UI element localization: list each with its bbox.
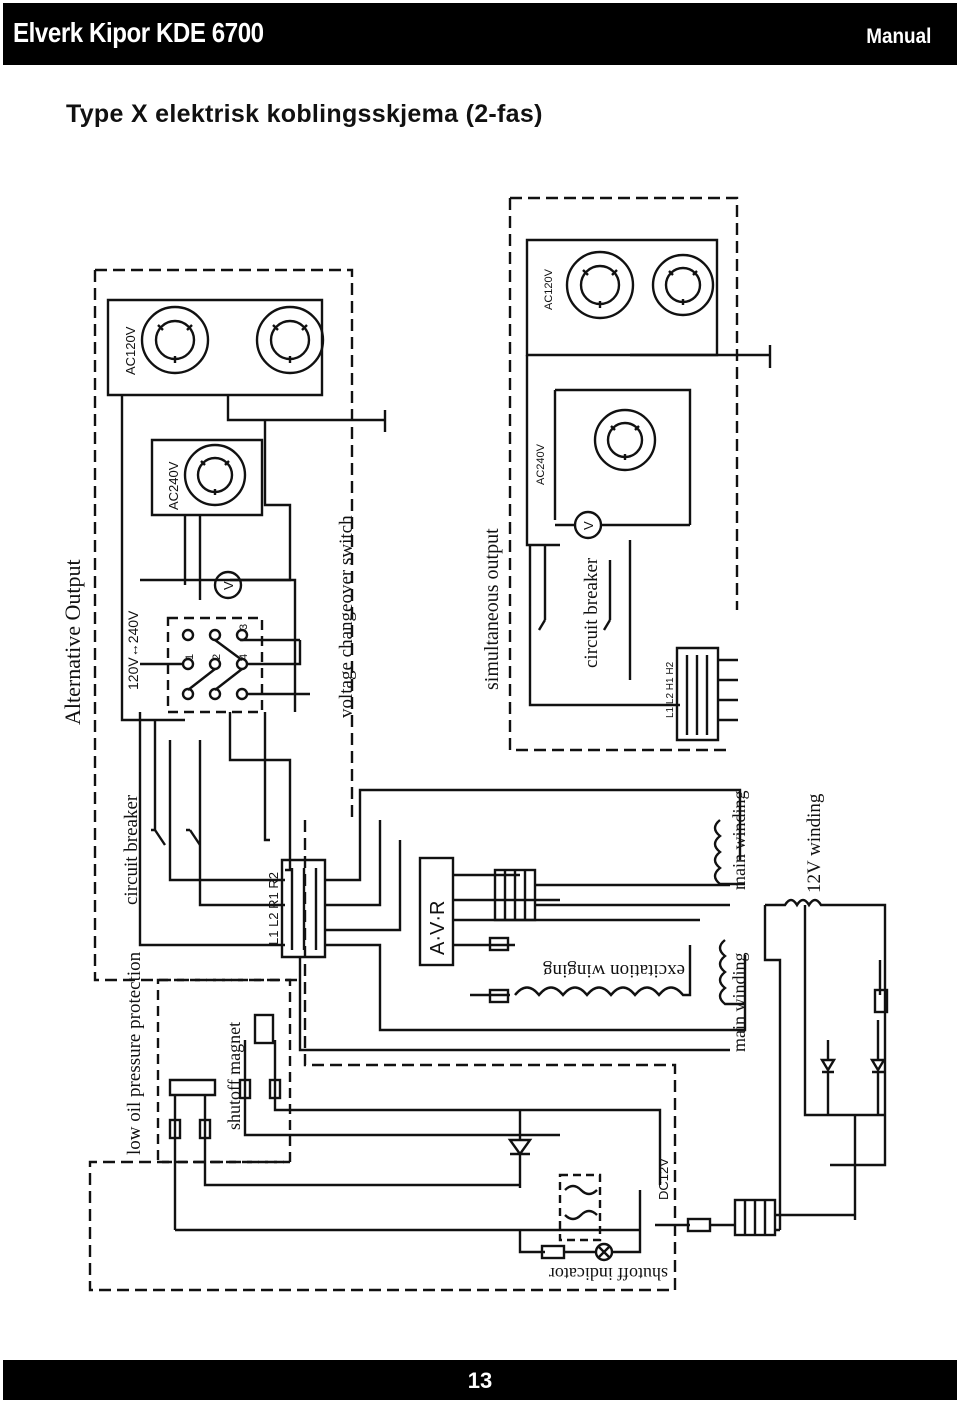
label-shutoff-magnet: shutoff magnet bbox=[224, 1022, 244, 1130]
document-title: Elverk Kipor KDE 6700 bbox=[13, 17, 264, 48]
ac240v-outlet bbox=[183, 443, 247, 507]
ac120v-outlet-1 bbox=[140, 305, 210, 375]
shutoff-indicator-lamp bbox=[594, 1242, 614, 1262]
label-excitation-winding: excitation winging bbox=[543, 960, 685, 981]
terminal-block-left bbox=[280, 858, 327, 959]
ac240v-right-outlet bbox=[593, 408, 657, 472]
terminal-block-right bbox=[675, 646, 720, 742]
label-main-winding-bottom: main winding bbox=[729, 953, 749, 1053]
label-voltmeter-right: V bbox=[581, 521, 596, 530]
rectifier-diode-right bbox=[869, 1058, 887, 1074]
label-ac120v-right: AC120V bbox=[543, 268, 555, 310]
label-shutoff-indicator: shutoff indicator bbox=[549, 1264, 668, 1284]
label-alternative-output: Alternative Output bbox=[60, 559, 85, 725]
page-number: 13 bbox=[467, 1368, 493, 1393]
ac240v-outlet-frame bbox=[150, 438, 264, 517]
label-circuit-breaker-right: circuit breaker bbox=[581, 557, 602, 668]
ac120v-right-outlet-2 bbox=[651, 253, 715, 317]
circuit-breaker-right bbox=[537, 619, 612, 631]
label-switch-pos-4: 4 bbox=[238, 654, 250, 660]
ac120v-outlet-2 bbox=[255, 305, 325, 375]
label-voltmeter-left: V bbox=[221, 581, 236, 590]
simultaneous-output-enclosure bbox=[508, 196, 739, 752]
label-avr: A·V·R bbox=[427, 901, 449, 955]
shutoff-magnet bbox=[253, 1013, 275, 1045]
voltmeter-left bbox=[213, 570, 243, 600]
rectifier-diode-left bbox=[819, 1058, 837, 1074]
label-terminals-left: L1 L2 R1 R2 bbox=[266, 872, 281, 945]
slip-rings bbox=[493, 868, 537, 922]
label-voltage-range: 120V↔240V bbox=[125, 610, 141, 690]
label-main-winding-top: main winding bbox=[729, 791, 749, 891]
main-winding-coil-top bbox=[713, 819, 745, 886]
main-winding-coil-bottom bbox=[718, 939, 745, 1006]
label-ac240v-left: AC240V bbox=[166, 461, 181, 510]
changeover-contacts bbox=[181, 628, 249, 701]
diode bbox=[507, 1138, 533, 1157]
ac120v-outlet-frame bbox=[106, 298, 324, 397]
excitation-winding-coil bbox=[514, 945, 692, 997]
manual-label: Manual bbox=[865, 25, 931, 48]
footer-bar: 13 bbox=[3, 1360, 957, 1400]
dc12v-enclosure bbox=[88, 820, 677, 1292]
label-terminals-right: L1 L2 H1 H2 bbox=[665, 661, 676, 718]
switch-enclosure bbox=[166, 616, 264, 714]
label-ac240v-right: AC240V bbox=[535, 443, 547, 485]
header-bar: Elverk Kipor KDE 6700 Manual bbox=[3, 3, 957, 65]
label-ac120v-left: AC120V bbox=[123, 326, 138, 375]
circuit-breaker-left bbox=[151, 828, 201, 846]
ac120v-right-frame bbox=[525, 238, 719, 357]
label-simultaneous-output: simultaneous output bbox=[481, 528, 503, 690]
label-dc12v: DC12V bbox=[656, 1158, 671, 1200]
label-switch-pos-3: 3 bbox=[238, 624, 250, 630]
label-switch-pos-2: 2 bbox=[211, 654, 223, 660]
label-low-oil-pressure-protection: low oil pressure protection bbox=[124, 951, 145, 1155]
battery-connector bbox=[733, 1198, 777, 1237]
label-voltage-changeover-switch: voltage changeover switch bbox=[336, 515, 357, 718]
relay-enclosure bbox=[558, 1173, 602, 1242]
twelve-v-winding bbox=[765, 898, 887, 1167]
label-switch-pos-1: 1 bbox=[184, 654, 196, 660]
label-circuit-breaker-left: circuit breaker bbox=[121, 794, 142, 905]
diagram-title: Type X elektrisk koblingsskjema (2-fas) bbox=[66, 100, 543, 128]
ac120v-right-outlet-1 bbox=[565, 250, 635, 320]
avr-unit bbox=[418, 856, 455, 967]
label-12v-winding: 12V winding bbox=[804, 793, 825, 893]
shutoff-magnet-enclosure bbox=[156, 978, 292, 1164]
